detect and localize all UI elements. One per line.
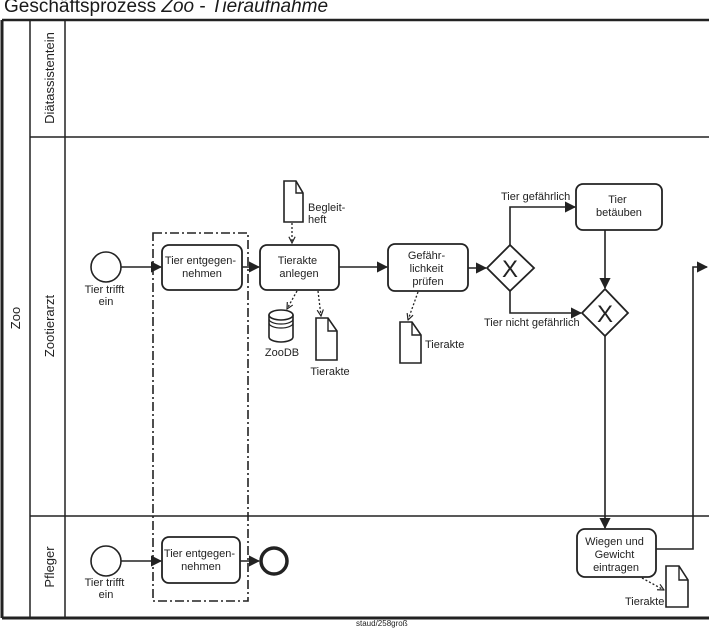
data-object-tierakte-2 — [399, 321, 422, 364]
data-object-tierakte-1-label: Tierakte — [310, 366, 349, 378]
task-sedate-animal-label: Tier betäuben — [596, 194, 642, 219]
lane-label-zootierarzt: Zootierarzt — [42, 295, 57, 358]
data-object-begleitheft-label: Begleit- heft — [308, 202, 348, 226]
task-check-danger-label: Gefähr- lichkeit prüfen — [408, 250, 448, 288]
pool-zoo: Zoo — [0, 18, 709, 620]
title-prefix: Geschäftsprozess — [4, 0, 162, 17]
task-create-record-label: Tierakte anlegen — [278, 255, 320, 280]
task-receive-animal-keeper-label: Tier entgegen- nehmen — [164, 548, 238, 573]
data-object-tierakte-1 — [315, 317, 338, 361]
diagram-title: Geschäftsprozess Zoo - Tieraufnahme — [4, 0, 328, 18]
data-object-begleitheft — [283, 180, 304, 223]
task-receive-animal-vet-label: Tier entgegen- nehmen — [165, 255, 239, 280]
task-weigh-animal[interactable] — [576, 528, 657, 578]
lane-label-pfleger: Pfleger — [42, 546, 57, 588]
association-tierakte-3 — [641, 577, 664, 590]
footer-credit: staud/258groß — [356, 619, 408, 628]
title-separator: - — [194, 0, 211, 17]
label-not-dangerous: Tier nicht gefährlich — [484, 317, 580, 329]
label-dangerous: Tier gefährlich — [501, 191, 570, 203]
group-box — [152, 232, 249, 602]
gateway-merge-marker: X — [597, 301, 613, 328]
flow-weigh-out — [656, 261, 709, 550]
gateway-split-marker: X — [502, 256, 518, 283]
task-weigh-animal-label: Wiegen und Gewicht eintragen — [585, 536, 647, 574]
lane-label-diaetassistentin: Diätassistentein — [42, 32, 57, 124]
association-tierakte-1 — [318, 290, 321, 316]
flow-dangerous — [509, 201, 577, 245]
start-event-vet[interactable] — [90, 251, 122, 283]
end-event-keeper[interactable] — [259, 546, 289, 576]
task-sedate-animal[interactable] — [575, 183, 663, 231]
data-object-tierakte-3 — [665, 565, 689, 608]
start-event-keeper[interactable] — [90, 545, 122, 577]
association-tierakte-2 — [408, 291, 419, 320]
title-pool: Zoo — [161, 0, 195, 17]
pool-label: Zoo — [8, 307, 23, 329]
title-process: Tieraufnahme — [210, 0, 329, 17]
start-event-vet-label: Tier trifft ein — [85, 284, 128, 308]
data-object-tierakte-3-label: Tierakte — [625, 596, 664, 608]
data-store-zoodb — [268, 309, 294, 343]
start-event-keeper-label: Tier trifft ein — [85, 577, 128, 601]
data-store-zoodb-label: ZooDB — [265, 347, 299, 359]
task-receive-animal-keeper[interactable] — [161, 536, 241, 584]
data-object-tierakte-2-label: Tierakte — [425, 339, 464, 351]
association-zoodb — [287, 290, 298, 309]
flow-not-dangerous — [509, 291, 583, 319]
